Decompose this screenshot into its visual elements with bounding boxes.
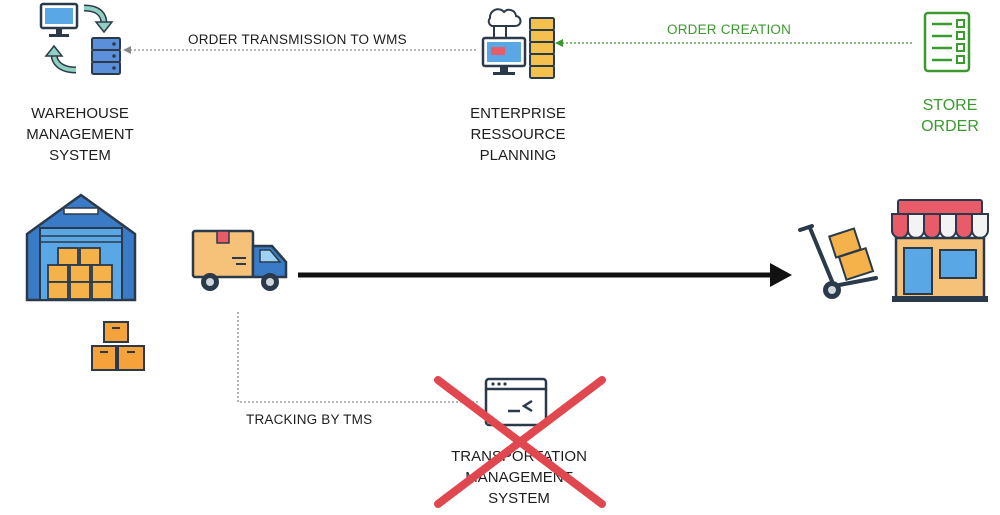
- erp-label: ENTERPRISE RESSOURCE PLANNING: [448, 103, 588, 166]
- erp-label-line: ENTERPRISE: [470, 105, 566, 122]
- store-order-label: STORE ORDER: [902, 95, 998, 137]
- order-creation-label: ORDER CREATION: [667, 22, 792, 37]
- delivery-arrowhead: [770, 263, 792, 287]
- tms-label-line: MANAGEMENT: [465, 469, 573, 486]
- order-transmission-label: ORDER TRANSMISSION TO WMS: [188, 32, 407, 47]
- tms-label: TRANSPORTATION MANAGEMENT SYSTEM: [438, 446, 600, 509]
- erp-label-line: PLANNING: [479, 147, 557, 164]
- wms-label-line: MANAGEMENT: [26, 126, 134, 143]
- cancel-cross: [434, 376, 606, 508]
- erp-label-line: RESSOURCE: [470, 126, 566, 143]
- erp-icon: [481, 8, 555, 79]
- wms-icon: [39, 2, 121, 75]
- store-icon: [891, 199, 989, 302]
- store-order-label-line: ORDER: [921, 118, 979, 135]
- wms-label-line: WAREHOUSE: [31, 105, 129, 122]
- warehouse-icon: [25, 193, 137, 302]
- tms-label-line: SYSTEM: [488, 490, 550, 507]
- wms-label-line: SYSTEM: [49, 147, 111, 164]
- truck-icon: [191, 229, 288, 291]
- hand-truck-icon: [798, 224, 878, 299]
- tracking-connector: [237, 312, 480, 403]
- boxes-icon: [91, 321, 145, 371]
- store-order-label-line: STORE: [922, 97, 978, 114]
- wms-label: WAREHOUSE MANAGEMENT SYSTEM: [10, 103, 150, 166]
- tracking-label: TRACKING BY TMS: [246, 412, 373, 427]
- tms-terminal-icon: [484, 377, 548, 427]
- tms-label-line: TRANSPORTATION: [451, 448, 587, 465]
- store-order-icon: [923, 11, 971, 73]
